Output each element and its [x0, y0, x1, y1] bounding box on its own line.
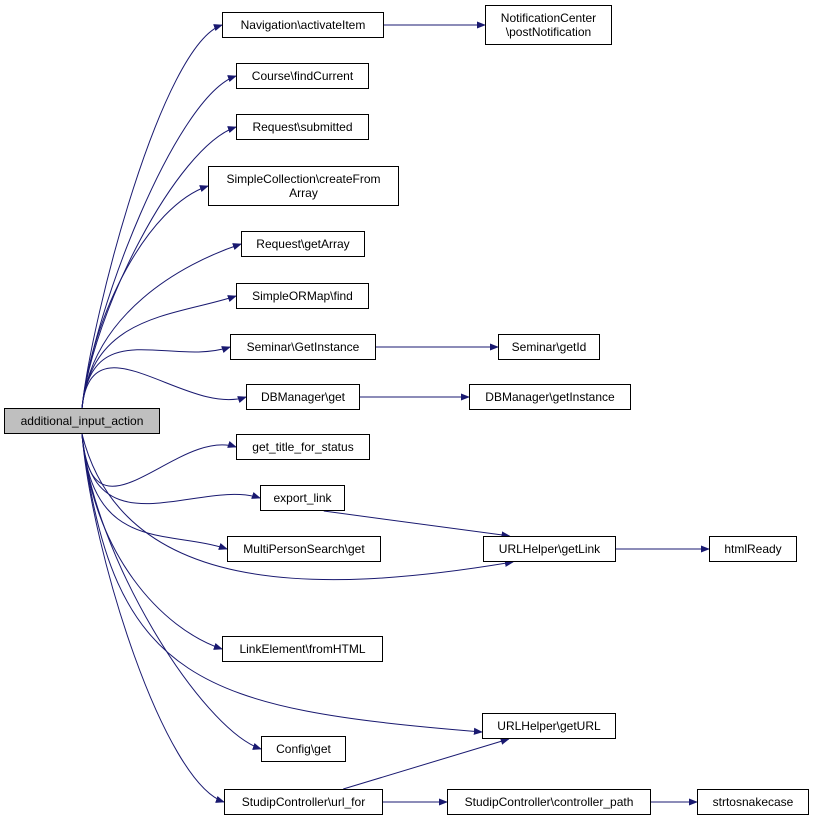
node-label: Config\get	[276, 742, 331, 756]
node-label: SimpleORMap\find	[252, 289, 353, 303]
node-sem-getinst[interactable]: Seminar\GetInstance	[230, 334, 376, 360]
node-label: \postNotification	[505, 25, 592, 39]
node-url-getlink[interactable]: URLHelper\getLink	[483, 536, 616, 562]
node-label: DBManager\get	[260, 390, 346, 404]
edge-root-to-sorm-find	[81, 295, 237, 409]
node-label: Navigation\activateItem	[240, 18, 366, 32]
node-config-get[interactable]: Config\get	[261, 736, 346, 762]
edge-export-link-to-url-getlink	[323, 510, 511, 539]
node-html-ready[interactable]: htmlReady	[709, 536, 797, 562]
node-course-find[interactable]: Course\findCurrent	[236, 63, 369, 89]
node-nav-activate[interactable]: Navigation\activateItem	[222, 12, 384, 38]
node-label: StudipController\controller_path	[464, 795, 634, 809]
edge-root-to-url-geturl	[81, 433, 483, 735]
node-sc-urlfor[interactable]: StudipController\url_for	[224, 789, 383, 815]
edge-root-to-simple-coll	[81, 185, 209, 409]
node-label: export_link	[273, 491, 332, 505]
node-label: MultiPersonSearch\get	[243, 542, 365, 556]
node-strtosnake[interactable]: strtosnakecase	[697, 789, 809, 815]
edge-root-to-req-getarray	[81, 243, 242, 409]
node-label: NotificationCenter	[500, 11, 597, 25]
node-label: URLHelper\getLink	[498, 542, 601, 556]
node-label: Seminar\getId	[511, 340, 587, 354]
node-root[interactable]: additional_input_action	[4, 408, 160, 434]
edge-root-to-mps-get	[81, 433, 228, 550]
node-sem-getid[interactable]: Seminar\getId	[498, 334, 600, 360]
edge-root-to-sem-getinst	[81, 346, 231, 409]
node-label: Request\getArray	[256, 237, 350, 251]
edge-root-to-config-get	[81, 433, 262, 750]
edge-root-to-dbm-get	[81, 367, 247, 409]
node-dbm-get[interactable]: DBManager\get	[246, 384, 360, 410]
node-label: Seminar\GetInstance	[246, 340, 360, 354]
node-export-link[interactable]: export_link	[260, 485, 345, 511]
edge-root-to-title-status	[81, 433, 237, 487]
node-label: LinkElement\fromHTML	[239, 642, 366, 656]
node-sc-ctrlpath[interactable]: StudipController\controller_path	[447, 789, 651, 815]
node-label: Request\submitted	[252, 120, 353, 134]
node-req-getarray[interactable]: Request\getArray	[241, 231, 365, 257]
edge-root-to-sc-urlfor	[81, 433, 225, 803]
node-mps-get[interactable]: MultiPersonSearch\get	[227, 536, 381, 562]
node-label: get_title_for_status	[252, 440, 354, 454]
node-link-elem[interactable]: LinkElement\fromHTML	[222, 636, 383, 662]
node-label: htmlReady	[724, 542, 782, 556]
edge-root-to-url-getlink	[81, 433, 514, 581]
node-sorm-find[interactable]: SimpleORMap\find	[236, 283, 369, 309]
edge-root-to-nav-activate	[81, 24, 223, 409]
node-label: strtosnakecase	[712, 795, 794, 809]
node-label: Course\findCurrent	[251, 69, 354, 83]
node-url-geturl[interactable]: URLHelper\getURL	[482, 713, 616, 739]
node-req-submitted[interactable]: Request\submitted	[236, 114, 369, 140]
node-title-status[interactable]: get_title_for_status	[236, 434, 370, 460]
node-label: URLHelper\getURL	[497, 719, 601, 733]
node-dbm-getinst[interactable]: DBManager\getInstance	[469, 384, 631, 410]
node-label: Array	[289, 186, 318, 200]
node-notif-post[interactable]: NotificationCenter\postNotification	[485, 5, 612, 45]
node-label: SimpleCollection\createFrom	[226, 172, 381, 186]
edge-sc-urlfor-to-url-geturl	[343, 737, 510, 790]
node-label: StudipController\url_for	[241, 795, 366, 809]
edge-root-to-req-submitted	[81, 126, 237, 409]
node-label: additional_input_action	[20, 414, 144, 428]
node-label: DBManager\getInstance	[485, 390, 615, 404]
edge-root-to-export-link	[81, 433, 261, 504]
